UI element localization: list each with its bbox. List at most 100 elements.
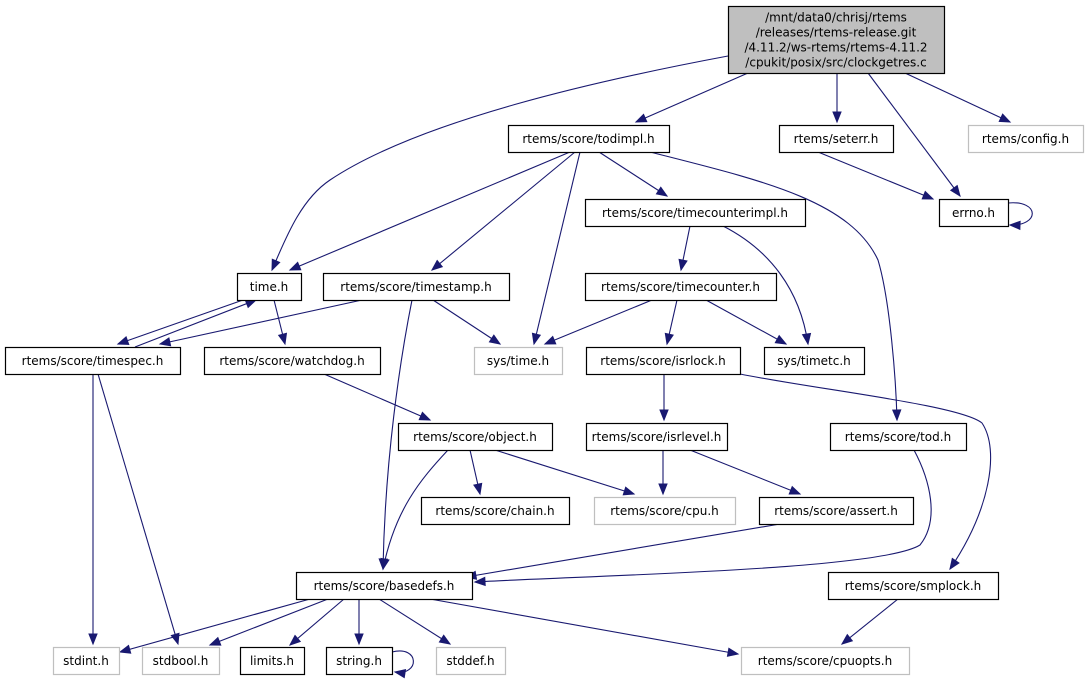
edge-line [649, 151, 898, 421]
edge-basedefs-to-stdbool [208, 598, 329, 646]
edge-line [289, 598, 345, 646]
node-label: rtems/score/isrlock.h [600, 354, 725, 368]
node-stdint[interactable]: stdint.h [52, 646, 121, 676]
edge-line [635, 72, 749, 123]
node-label: rtems/config.h [982, 132, 1069, 146]
arrowhead-icon [658, 483, 668, 496]
arrowhead-icon [380, 557, 390, 571]
edge-string-to-string [391, 650, 414, 679]
arrowhead-icon [116, 336, 130, 345]
arrowhead-icon [801, 332, 812, 346]
edge-line [431, 151, 576, 271]
edge-line [432, 299, 501, 345]
edge-line [289, 151, 571, 271]
node-isrlevel[interactable]: rtems/score/isrlevel.h [585, 422, 729, 452]
arrowhead-icon [271, 258, 281, 272]
node-limits[interactable]: limits.h [239, 646, 306, 676]
node-box [4, 346, 182, 376]
node-chain[interactable]: rtems/score/chain.h [420, 496, 571, 526]
node-timespec[interactable]: rtems/score/timespec.h [4, 346, 182, 376]
node-label: rtems/score/smplock.h [845, 579, 982, 593]
node-object[interactable]: rtems/score/object.h [397, 422, 554, 452]
node-isrlock[interactable]: rtems/score/isrlock.h [585, 346, 742, 376]
node-assert[interactable]: rtems/score/assert.h [758, 496, 915, 526]
arrowhead-icon [998, 113, 1012, 123]
node-box [584, 272, 778, 302]
edge-tod-to-basedefs [473, 449, 932, 587]
node-timestamp[interactable]: rtems/score/timestamp.h [322, 272, 511, 302]
node-label: rtems/score/timecounter.h [601, 280, 760, 294]
node-box [584, 198, 807, 228]
node-time[interactable]: time.h [236, 272, 303, 302]
node-root: /mnt/data0/chrisj/rtems/releases/rtems-r… [727, 5, 946, 75]
edge-root-to-time [271, 55, 729, 272]
node-box [827, 571, 1000, 601]
node-systimetc[interactable]: sys/timetc.h [763, 346, 866, 376]
node-cpuopts[interactable]: rtems/score/cpuopts.h [740, 646, 911, 676]
arrowhead-icon [531, 332, 542, 346]
node-cpu[interactable]: rtems/score/cpu.h [593, 496, 737, 526]
node-string[interactable]: string.h [325, 646, 394, 676]
node-timecounter[interactable]: rtems/score/timecounter.h [584, 272, 778, 302]
node-stdbool[interactable]: stdbool.h [141, 646, 221, 676]
edge-basedefs-to-cpuopts [429, 598, 740, 657]
arrowhead-icon [634, 113, 648, 123]
node-label: sys/time.h [487, 354, 549, 368]
arrowhead-icon [840, 633, 854, 645]
node-box [740, 646, 911, 676]
arrowhead-icon [277, 332, 288, 346]
node-label: rtems/score/todimpl.h [522, 132, 654, 146]
node-label: /mnt/data0/chrisj/rtems [765, 11, 907, 25]
edge-timespec-to-stdint [88, 374, 98, 646]
node-timecounterimpl[interactable]: rtems/score/timecounterimpl.h [584, 198, 807, 228]
edge-basedefs-to-stddef [378, 598, 452, 645]
node-seterr[interactable]: rtems/seterr.h [778, 124, 895, 154]
node-box [239, 646, 306, 676]
node-systime[interactable]: sys/time.h [473, 346, 564, 376]
edge-root-to-todimpl [634, 72, 749, 123]
node-tod[interactable]: rtems/score/tod.h [829, 422, 968, 452]
edge-watchdog-to-object [323, 373, 432, 421]
arrowhead-icon [832, 111, 842, 124]
node-config[interactable]: rtems/config.h [967, 124, 1085, 154]
edge-isrlevel-to-assert [689, 449, 802, 495]
arrowhead-icon [473, 576, 486, 587]
arrowhead-icon [473, 482, 483, 496]
node-watchdog[interactable]: rtems/score/watchdog.h [203, 346, 382, 376]
node-box [758, 496, 915, 526]
arrowhead-icon [622, 486, 636, 496]
edge-line [739, 373, 992, 570]
edge-smplock-to-cpuopts [840, 598, 899, 645]
node-box [322, 272, 511, 302]
node-box [585, 422, 729, 452]
node-box [236, 272, 303, 302]
node-smplock[interactable]: rtems/score/smplock.h [827, 571, 1000, 601]
edge-time-to-timespec [116, 299, 244, 345]
node-box [778, 124, 895, 154]
edge-line [689, 449, 801, 495]
edge-timespec-to-stdbool [97, 373, 180, 646]
node-basedefs[interactable]: rtems/score/basedefs.h [295, 571, 474, 601]
arrowhead-icon [774, 334, 788, 345]
node-box [52, 646, 121, 676]
arrowhead-icon [659, 409, 669, 422]
edge-isrlock-to-smplock [739, 373, 992, 571]
node-label: stdint.h [63, 654, 109, 668]
edge-errno-to-errno [1007, 202, 1033, 231]
edge-timespec-to-time [134, 299, 258, 348]
node-errno[interactable]: errno.h [938, 198, 1010, 228]
node-label: stdbool.h [153, 654, 209, 668]
node-stddef[interactable]: stddef.h [435, 646, 507, 676]
edge-basedefs-to-stdint [118, 598, 311, 654]
edge-line [533, 151, 581, 345]
nodes-layer: /mnt/data0/chrisj/rtems/releases/rtems-r… [4, 5, 1085, 676]
arrowhead-icon [678, 258, 688, 272]
edge-basedefs-to-limits [288, 598, 345, 646]
node-label: rtems/score/cpuopts.h [758, 654, 892, 668]
arrowhead-icon [488, 334, 502, 345]
edge-time-to-watchdog [273, 299, 288, 346]
node-label: errno.h [952, 206, 995, 220]
edge-object-to-basedefs [380, 449, 449, 571]
node-todimpl[interactable]: rtems/score/todimpl.h [507, 124, 671, 154]
node-label: rtems/score/cpu.h [610, 504, 719, 518]
